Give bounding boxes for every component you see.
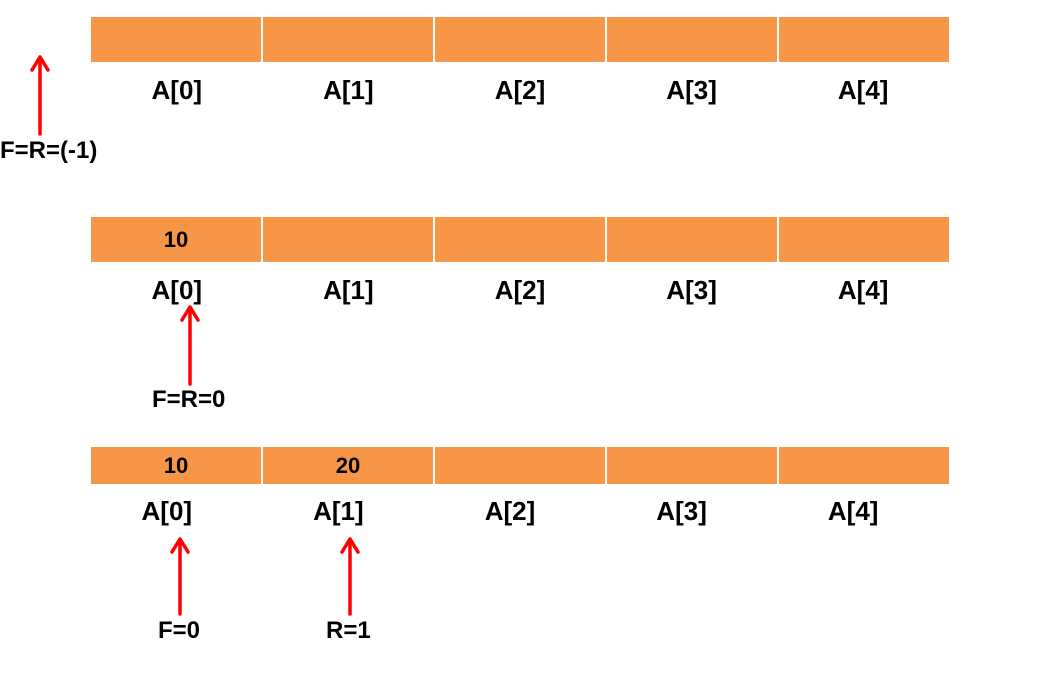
array-row-1: [91, 17, 949, 62]
array-cell: [607, 17, 779, 62]
index-label: A[0]: [141, 496, 193, 526]
index-label: A[2]: [494, 75, 546, 105]
array-cell: [435, 17, 607, 62]
up-arrow-icon: [340, 537, 360, 616]
array-cell: [263, 17, 435, 62]
array-cell: [779, 17, 949, 62]
array-row-3: 10 20: [91, 447, 949, 484]
array-cell: 10: [91, 217, 263, 262]
array-cell: [779, 217, 949, 262]
array-cell: [435, 217, 607, 262]
index-label: A[2]: [494, 275, 546, 305]
up-arrow-icon: [170, 537, 190, 616]
index-labels-row-1: A[0] A[1] A[2] A[3] A[4]: [91, 75, 949, 105]
array-cell: 10: [91, 447, 263, 484]
array-cell: [435, 447, 607, 484]
index-label: A[4]: [837, 275, 889, 305]
pointer-label-front-rear: F=R=(-1): [0, 137, 98, 164]
array-cell: [607, 447, 779, 484]
array-row-2: 10: [91, 217, 949, 262]
index-label: A[0]: [151, 275, 203, 305]
up-arrow-icon: [180, 305, 200, 386]
array-cell: [263, 217, 435, 262]
index-labels-row-3: A[0] A[1] A[2] A[3] A[4]: [81, 496, 939, 526]
pointer-label-front-rear: F=R=0: [152, 386, 226, 413]
array-cell: 20: [263, 447, 435, 484]
index-label: A[4]: [827, 496, 879, 526]
pointer-label-rear: R=1: [326, 617, 371, 644]
pointer-label-front: F=0: [158, 617, 201, 644]
index-label: A[3]: [666, 75, 717, 105]
index-label: A[1]: [323, 275, 374, 305]
array-cell: [91, 17, 263, 62]
up-arrow-icon: [30, 55, 50, 136]
array-cell: [607, 217, 779, 262]
index-labels-row-2: A[0] A[1] A[2] A[3] A[4]: [91, 275, 949, 305]
index-label: A[3]: [656, 496, 707, 526]
index-label: A[4]: [837, 75, 889, 105]
index-label: A[1]: [323, 75, 374, 105]
index-label: A[0]: [151, 75, 203, 105]
index-label: A[1]: [313, 496, 364, 526]
array-cell: [779, 447, 949, 484]
index-label: A[2]: [484, 496, 536, 526]
index-label: A[3]: [666, 275, 717, 305]
